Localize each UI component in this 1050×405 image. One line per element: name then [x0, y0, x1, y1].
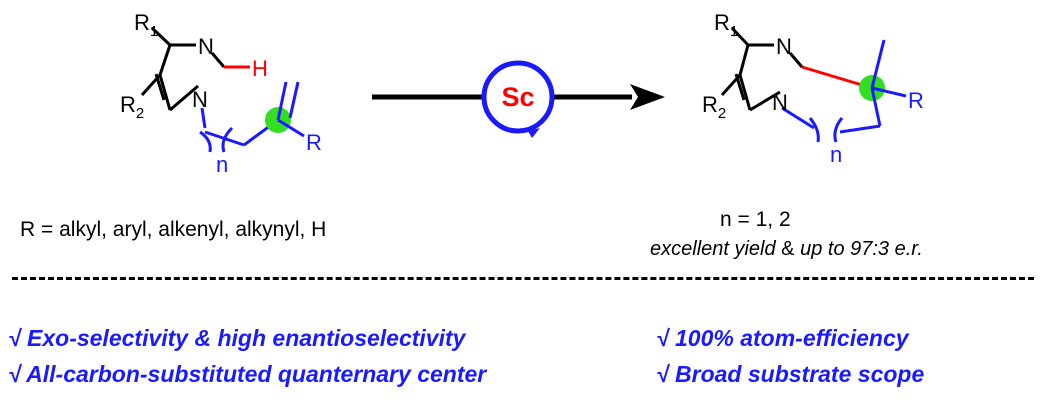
product-n1-label: N: [772, 90, 788, 115]
reactant-r-label: R: [306, 130, 322, 155]
feature-atom-efficiency: √ 100% atom-efficiency: [656, 325, 909, 351]
reactant-n1-label: N: [192, 87, 208, 112]
feature-exo-selectivity: √ Exo-selectivity & high enantioselectiv…: [8, 325, 466, 351]
catalyst-label: Sc: [501, 82, 534, 112]
catalyst-cycle: Sc: [481, 60, 555, 138]
n-values-text: n = 1, 2: [720, 208, 791, 231]
product-structure: R1 R2 N N n R: [702, 10, 924, 167]
result-text: excellent yield & up to 97:3 e.r.: [650, 238, 923, 260]
product-n3-label: N: [776, 34, 792, 59]
dashed-divider: [12, 277, 1034, 280]
product-r-label: R: [908, 88, 924, 113]
product-r1-label: R1: [714, 10, 738, 40]
product-r2-label: R2: [702, 92, 726, 122]
product-n-index: n: [830, 142, 842, 167]
reaction-scheme: R1 R2 N N H n R Sc R1: [120, 10, 924, 177]
reactant-h-label: H: [252, 56, 268, 81]
substituent-scope-text: R = alkyl, aryl, alkenyl, alkynyl, H: [20, 218, 327, 241]
reactant-structure: R1 R2 N N H n R: [120, 10, 322, 177]
feature-quaternary-center: √ All-carbon-substituted quanternary cen…: [8, 361, 487, 387]
feature-substrate-scope: √ Broad substrate scope: [656, 361, 925, 387]
reactant-n3-label: N: [198, 34, 214, 59]
reactant-r2-label: R2: [120, 92, 144, 122]
reactant-n-index: n: [216, 152, 228, 177]
reactant-r1-label: R1: [134, 10, 158, 40]
